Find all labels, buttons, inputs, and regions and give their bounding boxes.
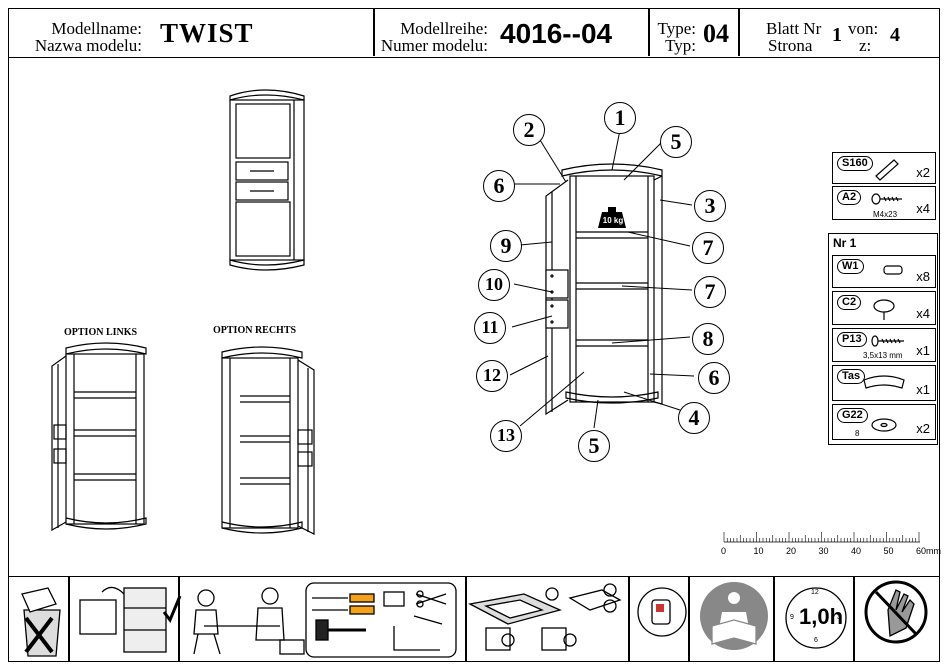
part-number-callout: 5 [660,126,692,158]
hardware-bag-title: Nr 1 [833,236,857,250]
workers-icon [193,587,305,655]
tape-icon [863,375,905,389]
hardware-bag-nr1: Nr 1 [828,233,938,445]
no-hands-icon [864,580,928,644]
part-number-callout: 2 [513,114,545,146]
part-number-callout: 9 [490,230,522,262]
hardware-p13: P13 3,5x13 mm x1 [832,328,936,362]
clock-icon [785,587,847,649]
hardware-w1: W1 x8 [832,255,936,288]
hardware-qty: x4 [916,306,930,321]
sheet-number: 1 [832,24,842,46]
assembly-time: 1,0h [799,604,844,629]
series-label-pl: Numer modelu: [380,36,488,55]
shelf-load-label: 10 kg [602,216,624,225]
hardware-qty: x1 [916,382,930,397]
read-manual-icon [700,582,768,650]
weight-10kg-icon [598,207,626,228]
option-right-label: OPTION RECHTS [213,325,297,336]
type-value: 04 [703,19,729,48]
hardware-code: G22 [837,408,868,423]
part-number-callout: 6 [483,170,515,202]
ruler-label: 60mm [916,546,942,556]
hardware-code: A2 [837,190,862,205]
hardware-code: P13 [837,332,867,347]
clock-label: 3 [837,614,841,621]
sheet-total: 4 [890,24,900,46]
ruler-label: 50 [883,546,894,556]
hardware-qty: x8 [916,269,930,284]
sheet-label-de: Blatt Nr [766,19,822,38]
hardware-a2: A2 M4x23 x4 [832,186,936,220]
hardware-qty: x1 [916,343,930,358]
model-name: TWIST [160,18,254,48]
hardware-code: C2 [837,295,862,310]
part-number-callout: 7 [694,276,726,308]
hardware-qty: x2 [916,421,930,436]
hardware-size: 3,5x13 mm [863,351,903,360]
series-number: 4016--04 [500,18,613,49]
leader-lines [509,129,695,429]
washer-icon [871,418,897,432]
part-number-callout: 10 [478,269,510,301]
ruler-label: 0 [721,546,727,556]
part-number-callout: 7 [692,232,724,264]
part-number-callout: 1 [604,102,636,134]
part-number-callout: 6 [698,362,730,394]
option-left-cabinet-drawing [51,342,147,532]
hardware-code: Tas [837,369,866,384]
type-label-pl: Typ: [665,36,696,55]
hardware-g22: G22 8 x2 [832,404,936,440]
hardware-qty: x4 [916,201,930,216]
part-number-callout: 13 [490,420,522,452]
hardware-s160: S160 x2 [832,152,936,184]
closed-cabinet-drawing [229,89,305,271]
part-number-callout: 3 [694,190,726,222]
phone-hotline-icon [637,587,687,637]
series-label-de: Modellreihe: [400,19,488,38]
option-left-label: OPTION LINKS [64,327,138,338]
type-label-de: Type: [657,19,696,38]
wood-screw-icon [871,335,904,347]
exploded-cabinet-drawing [545,163,663,416]
filing-cabinet-icon [79,586,182,653]
clock-label: 9 [790,614,794,621]
hardware-code: W1 [837,259,864,274]
title-block [8,8,940,58]
ruler-label: 30 [818,546,829,556]
shelf-support-icon [873,299,895,320]
hardware-tas: Tas x1 [832,365,936,401]
option-right-cabinet-drawing [221,346,315,535]
handle-icon [875,159,899,181]
hardware-size: M4x23 [873,210,898,219]
no-trash-icon [21,587,61,657]
sheet-frame [8,8,940,662]
footer-pictograms [8,576,940,662]
clock-label: 6 [814,637,818,644]
hardware-qty: x2 [916,165,930,180]
modelname-label-de: Modellname: [51,19,142,38]
dowel-icon [883,265,903,275]
clock-label: 12 [811,589,819,596]
hardware-size: 8 [855,429,860,438]
hardware-c2: C2 x4 [832,291,936,325]
of-label-pl: z: [859,36,872,55]
ruler-label: 20 [786,546,797,556]
hardware-code: S160 [837,156,873,171]
part-number-callout: 5 [578,430,610,462]
sheet-label-pl: Strona [768,36,813,55]
modelname-label-pl: Nazwa modelu: [34,36,142,55]
part-number-callout: 11 [474,312,506,344]
tools-icon [305,582,457,658]
part-number-callout: 8 [692,323,724,355]
screw-icon [871,193,902,205]
correct-incorrect-assembly-icon [468,583,622,651]
ruler-label: 10 [753,546,764,556]
ruler-label: 40 [851,546,862,556]
part-number-callout: 12 [476,360,508,392]
of-label-de: von: [848,19,879,38]
part-number-callout: 4 [678,402,710,434]
